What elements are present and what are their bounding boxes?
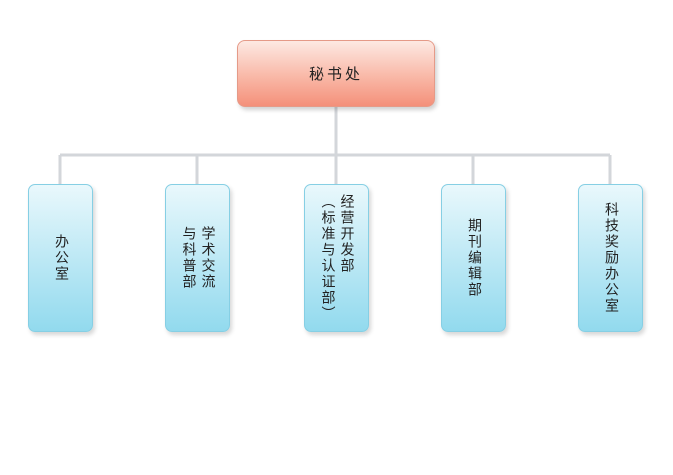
node-business-development: 经营开发部 （标准与认证部） xyxy=(304,184,369,332)
node-award-office-label: 科技奖励办公室 xyxy=(603,202,619,314)
node-award-office: 科技奖励办公室 xyxy=(578,184,643,332)
node-secretariat-label: 秘书处 xyxy=(308,65,363,83)
node-office-label: 办公室 xyxy=(53,234,69,282)
node-office: 办公室 xyxy=(28,184,93,332)
node-secretariat: 秘书处 xyxy=(237,40,435,107)
node-academic-exchange: 学术交流 与科普部 xyxy=(165,184,230,332)
node-business-development-label: 经营开发部 （标准与认证部） xyxy=(319,194,355,322)
node-academic-exchange-label: 学术交流 与科普部 xyxy=(180,226,216,290)
node-journal-editorial: 期刊编辑部 xyxy=(441,184,506,332)
node-journal-editorial-label: 期刊编辑部 xyxy=(466,218,482,298)
